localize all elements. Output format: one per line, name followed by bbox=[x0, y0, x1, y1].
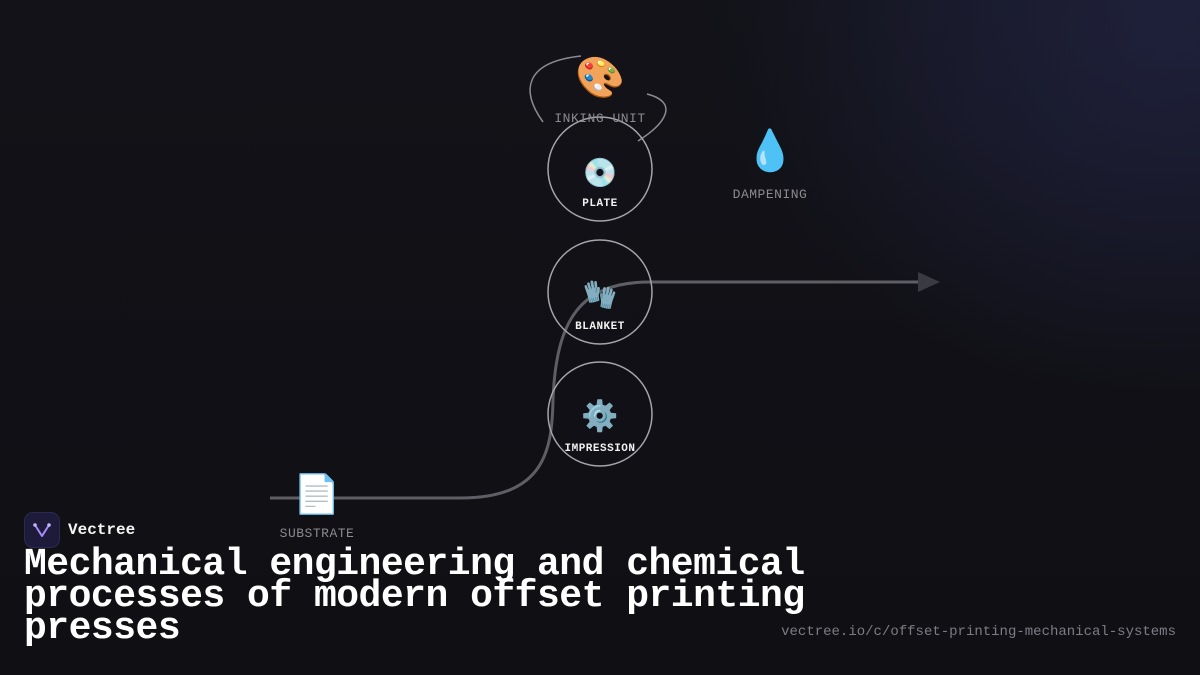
paper-path-arrowhead bbox=[918, 272, 940, 292]
brand: Vectree bbox=[24, 512, 135, 548]
document-icon: 📄 bbox=[293, 472, 341, 516]
plate-label: PLATE bbox=[582, 198, 618, 210]
blanket-cylinder bbox=[547, 239, 653, 345]
gloves-icon: 🧤 bbox=[582, 278, 618, 311]
impression-label: IMPRESSION bbox=[564, 443, 636, 455]
ink-loop-right bbox=[637, 93, 667, 142]
page-url[interactable]: vectree.io/c/offset-printing-mechanical-… bbox=[781, 624, 1176, 640]
paper-path bbox=[270, 280, 920, 500]
water-drop-icon: 💧 bbox=[745, 128, 795, 174]
palette-icon: 🎨 bbox=[575, 55, 625, 101]
vectree-logo-icon bbox=[24, 512, 60, 548]
brand-name: Vectree bbox=[68, 521, 136, 539]
substrate-label: SUBSTRATE bbox=[279, 526, 355, 541]
dampening-label: DAMPENING bbox=[732, 187, 808, 202]
inking-unit-label: INKING UNIT bbox=[554, 111, 646, 126]
page-title: Mechanical engineering and chemical proc… bbox=[24, 543, 805, 650]
blanket-label: BLANKET bbox=[575, 321, 625, 333]
gear-icon: ⚙️ bbox=[581, 399, 619, 434]
plate-cylinder bbox=[547, 116, 653, 222]
ink-loop-left bbox=[529, 55, 582, 123]
disc-icon: 💿 bbox=[582, 156, 618, 189]
impression-cylinder bbox=[547, 361, 653, 467]
